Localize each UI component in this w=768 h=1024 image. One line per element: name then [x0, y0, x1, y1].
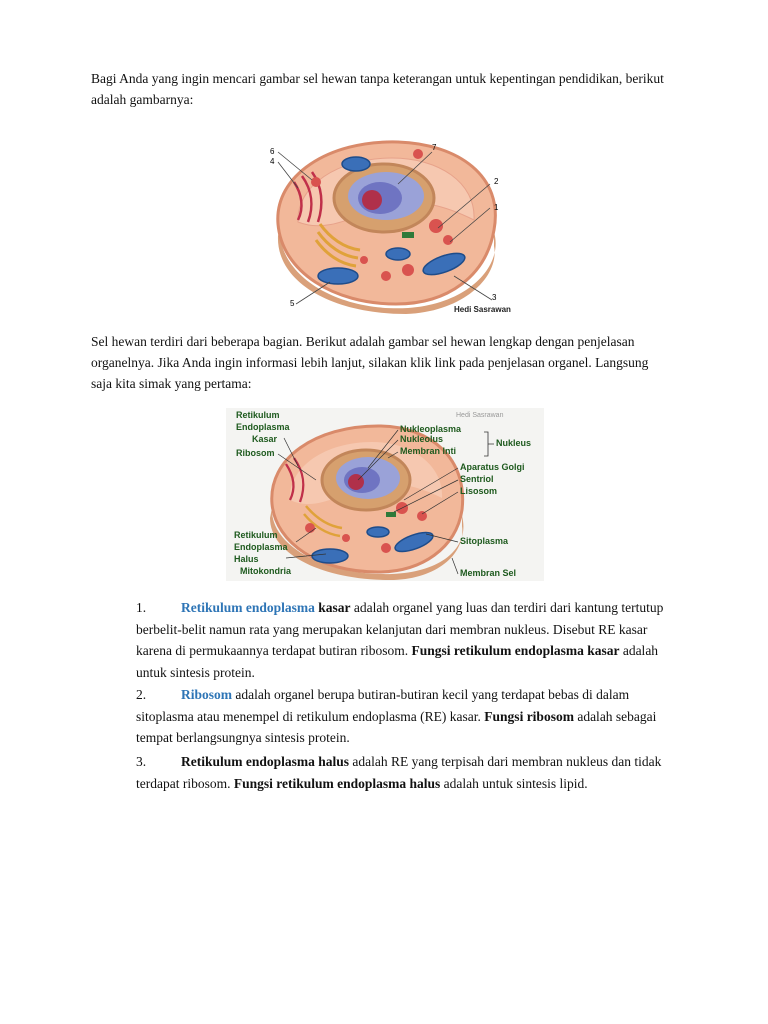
bold-kasar: kasar — [314, 600, 351, 615]
label-mitokondria: Mitokondria — [240, 566, 292, 576]
label-re-halus-2: Endoplasma — [234, 542, 289, 552]
mitochondria-shapes — [317, 156, 466, 285]
centriole-shape — [402, 232, 414, 238]
label-sitoplasma: Sitoplasma — [460, 536, 509, 546]
list-item: 3. Retikulum endoplasma halus adalah RE … — [136, 751, 670, 794]
cell-number-4: 4 — [270, 157, 275, 166]
cell-number-6: 6 — [270, 147, 275, 156]
cell-number-5: 5 — [290, 299, 295, 308]
cell-number-7: 7 — [432, 143, 437, 152]
animal-cell-illustration: 6 4 7 2 1 5 3 Hedi Sasrawan — [270, 140, 511, 314]
nucleus-shape — [332, 162, 436, 234]
link-retikulum-endoplasma[interactable]: Retikulum endoplasma — [181, 600, 315, 615]
label-membran-inti: Membran Inti — [400, 446, 456, 456]
label-ribosom: Ribosom — [236, 448, 275, 458]
list-number: 1. — [136, 600, 147, 615]
label-re-kasar-1: Retikulum — [236, 410, 280, 420]
item-bold-phrase: Fungsi retikulum endoplasma kasar — [411, 643, 620, 658]
label-re-halus-1: Retikulum — [234, 530, 278, 540]
item-bold-phrase: Fungsi ribosom — [484, 708, 574, 724]
item-text: adalah sebagai tempat berlangsungnya sin… — [136, 708, 657, 746]
cell-number-3: 3 — [492, 293, 497, 302]
golgi-shape — [314, 223, 361, 268]
label-nukleoplasma: Nukleoplasma — [400, 424, 462, 434]
item-bold-phrase: Fungsi retikulum endoplasma halus — [233, 775, 441, 791]
label-re-kasar-3: Kasar — [252, 434, 278, 444]
figure-credit: Hedi Sasrawan — [454, 305, 511, 314]
label-lisosom: Lisosom — [460, 486, 497, 496]
item-text: adalah organel yang luas dan terdiri dar… — [136, 600, 664, 658]
cell-number-1: 1 — [494, 203, 499, 212]
list-number: 3. — [136, 754, 147, 769]
animal-cell-figure-unlabeled: 6 4 7 2 1 5 3 Hedi Sasrawan — [268, 136, 514, 314]
cell-number-2: 2 — [494, 177, 499, 186]
list-item: 1. Retikulum endoplasma kasar adalah org… — [136, 597, 670, 683]
item-text: adalah RE yang terpisah dari membran nuk… — [136, 754, 662, 791]
intro-paragraph: Bagi Anda yang ingin mencari gambar sel … — [91, 71, 664, 107]
label-sentriol: Sentriol — [460, 474, 494, 484]
animal-cell-figure-labeled: Retikulum Endoplasma Kasar Ribosom Nukle… — [226, 408, 544, 581]
label-re-kasar-2: Endoplasma — [236, 422, 291, 432]
list-number: 2. — [136, 687, 147, 702]
item-text: adalah untuk sintesis protein. — [136, 643, 659, 680]
label-re-halus-3: Halus — [234, 554, 259, 564]
item-text: adalah untuk sintesis lipid. — [440, 775, 588, 791]
lysosome-shapes — [311, 149, 453, 281]
label-nukleolus: Nukleolus — [400, 434, 443, 444]
labeled-cell-illustration: Retikulum Endoplasma Kasar Ribosom Nukle… — [226, 408, 544, 581]
item-text: adalah organel berupa butiran-butiran ke… — [136, 687, 630, 724]
link-ribosom[interactable]: Ribosom — [181, 687, 233, 702]
figure2-credit: Hedi Sasrawan — [456, 412, 504, 419]
label-membran-sel: Membran Sel — [460, 568, 516, 578]
second-paragraph: Sel hewan terdiri dari beberapa bagian. … — [91, 334, 649, 391]
list-item: 2. Ribosom adalah organel berupa butiran… — [136, 684, 670, 749]
nukleus-bracket — [484, 431, 494, 457]
item-bold-heading: Retikulum endoplasma halus — [181, 754, 350, 769]
label-nukleus: Nukleus — [496, 438, 531, 448]
label-aparatus-golgi: Aparatus Golgi — [460, 462, 525, 472]
